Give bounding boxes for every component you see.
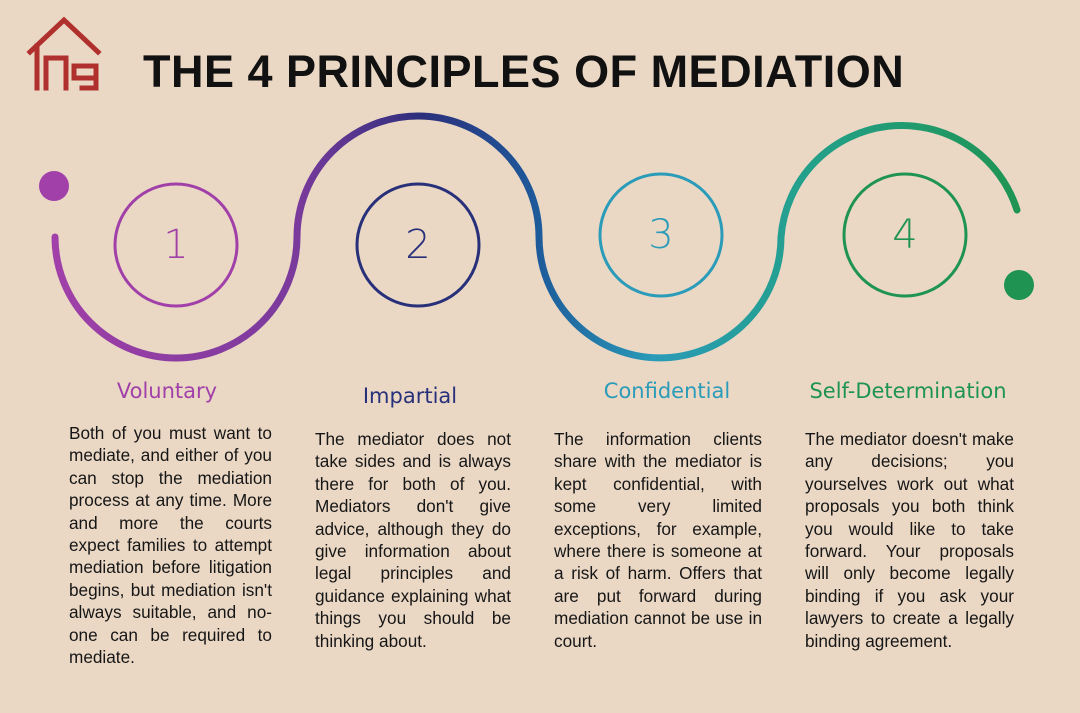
number-circle-4 bbox=[842, 172, 968, 298]
end-dot bbox=[1004, 270, 1034, 300]
principle-number-1: 1 bbox=[163, 222, 189, 268]
house-logo-icon bbox=[26, 16, 102, 91]
principle-text-2: The mediator does not take sides and is … bbox=[315, 429, 511, 651]
principle-heading-2: Impartial bbox=[362, 384, 458, 408]
principle-heading-1: Voluntary bbox=[116, 379, 218, 403]
principle-number-3: 3 bbox=[648, 212, 674, 258]
wave-line bbox=[51, 112, 1021, 362]
principle-text-1: Both of you must want to mediate, and ei… bbox=[69, 423, 272, 668]
principle-heading-3: Confidential bbox=[603, 379, 731, 403]
principle-text-3: The information clients share with the m… bbox=[554, 429, 762, 651]
number-circle-1 bbox=[113, 182, 239, 308]
principle-text-4: The mediator doesn't make any decisions;… bbox=[805, 429, 1014, 651]
principle-number-4: 4 bbox=[892, 212, 918, 258]
number-circle-2 bbox=[355, 182, 481, 308]
number-circle-3 bbox=[598, 172, 724, 298]
principle-number-2: 2 bbox=[405, 222, 431, 268]
principle-heading-4: Self-Determination bbox=[809, 379, 1007, 403]
start-dot bbox=[39, 171, 69, 201]
page-title: THE 4 PRINCIPLES OF MEDIATION bbox=[143, 46, 905, 97]
